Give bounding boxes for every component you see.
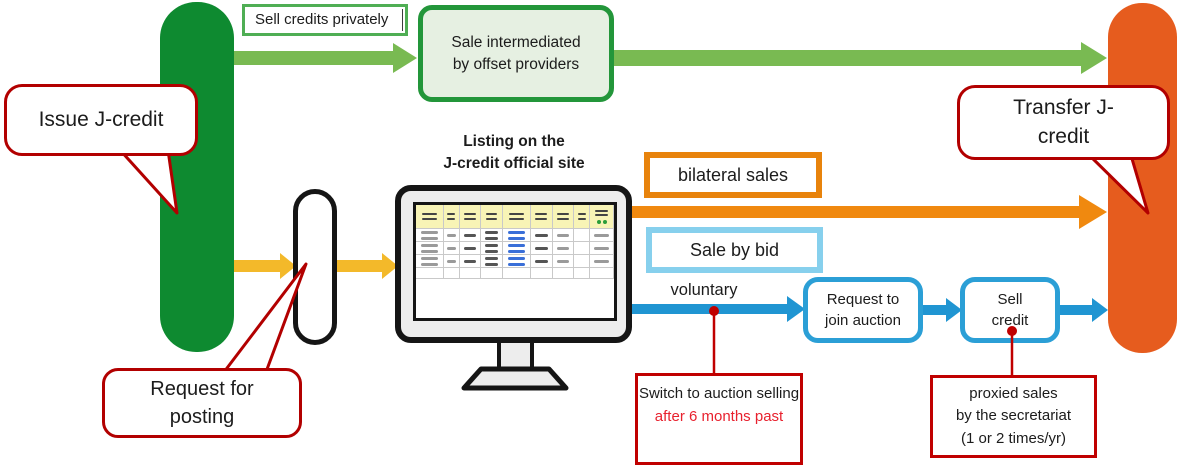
screen-table-cell (574, 268, 591, 279)
issue-bubble-tail (118, 148, 179, 215)
screen-table-cell (530, 255, 553, 268)
screen-table-cell (416, 242, 444, 255)
yellow-arrow-to-listing (337, 253, 398, 279)
screen-table-cell (530, 205, 553, 229)
sale-by-bid-text: Sale by bid (689, 239, 780, 260)
screen-table-cell (552, 242, 575, 255)
screen-table-cell (574, 255, 591, 268)
screen-table-cell (481, 229, 504, 242)
sell-credits-privately-text: Sell credits privately (247, 9, 403, 31)
yellow-arrow-request-posting (234, 253, 296, 279)
screen-table-cell (552, 255, 575, 268)
proxied-note-connector-dot (1007, 326, 1017, 336)
screen-table-cell (552, 229, 575, 242)
screen-table-cell (552, 205, 575, 229)
switch-note-black-text: Switch to auction selling (638, 385, 800, 402)
voluntary-label: voluntary (670, 281, 738, 299)
screen-table-cell (443, 229, 460, 242)
screen-table-cell (590, 268, 614, 279)
switch-note-red-text: after 6 months past (654, 407, 784, 425)
screen-table-cell (459, 229, 482, 242)
screen-table-cell (416, 268, 444, 279)
screen-table-cell (503, 242, 531, 255)
screen-table-cell (481, 268, 504, 279)
switch-note-connector-dot (709, 306, 719, 316)
switch-to-auction-note: Switch to auction selling after 6 months… (635, 373, 803, 465)
screen-table-cell (574, 229, 591, 242)
screen-table-cell (481, 255, 504, 268)
screen-table-cell (459, 255, 482, 268)
screen-table-cell (590, 242, 614, 255)
screen-table-cell (590, 205, 614, 229)
screen-table-cell (503, 268, 531, 279)
screen-table-cell (416, 205, 444, 229)
screen-table-cell (459, 205, 482, 229)
blue-arrow-to-transfer (1058, 298, 1108, 322)
screen-table-cell (459, 242, 482, 255)
screen-table-cell (416, 229, 444, 242)
green-arrow-to-transfer (613, 42, 1107, 74)
screen-table-cell (552, 268, 575, 279)
bilateral-sales-text: bilateral sales (677, 164, 789, 185)
screen-table-cell (443, 268, 460, 279)
screen-table-cell (574, 242, 591, 255)
screen-table-cell (530, 268, 553, 279)
sell-credits-privately-label: Sell credits privately (242, 4, 408, 36)
screen-table-cell (443, 242, 460, 255)
monitor-screen-table (413, 202, 617, 321)
transfer-bubble-tail (1084, 150, 1150, 215)
orange-arrow-bilateral-sales (620, 195, 1107, 229)
screen-table-cell (574, 205, 591, 229)
screen-table-cell (530, 229, 553, 242)
screen-table-cell (459, 268, 482, 279)
issue-j-credit-text: Issue J-credit (38, 108, 164, 131)
issue-j-credit-bubble: Issue J-credit (4, 84, 198, 156)
screen-table-cell (503, 205, 531, 229)
blue-arrow-to-sell-credit (921, 298, 962, 322)
screen-table-cell (481, 242, 504, 255)
screen-table-cell (443, 205, 460, 229)
transfer-j-credit-text: Transfer J-credit (1013, 96, 1114, 148)
sale-by-bid-label: Sale by bid (646, 227, 823, 273)
screen-table-cell (416, 255, 444, 268)
bilateral-sales-label: bilateral sales (644, 152, 822, 198)
transfer-j-credit-bubble: Transfer J-credit (957, 85, 1170, 160)
screen-table-cell (481, 205, 504, 229)
screen-table-cell (530, 242, 553, 255)
monitor-stand-base (461, 366, 569, 391)
request-posting-bubble-tail (222, 262, 308, 374)
screen-table-cell (443, 255, 460, 268)
screen-table-cell (503, 229, 531, 242)
posting-gateway-shape (293, 189, 337, 345)
screen-table-cell (590, 255, 614, 268)
screen-table-cell (590, 229, 614, 242)
green-arrow-sell-privately (234, 43, 417, 73)
screen-table-cell (503, 255, 531, 268)
